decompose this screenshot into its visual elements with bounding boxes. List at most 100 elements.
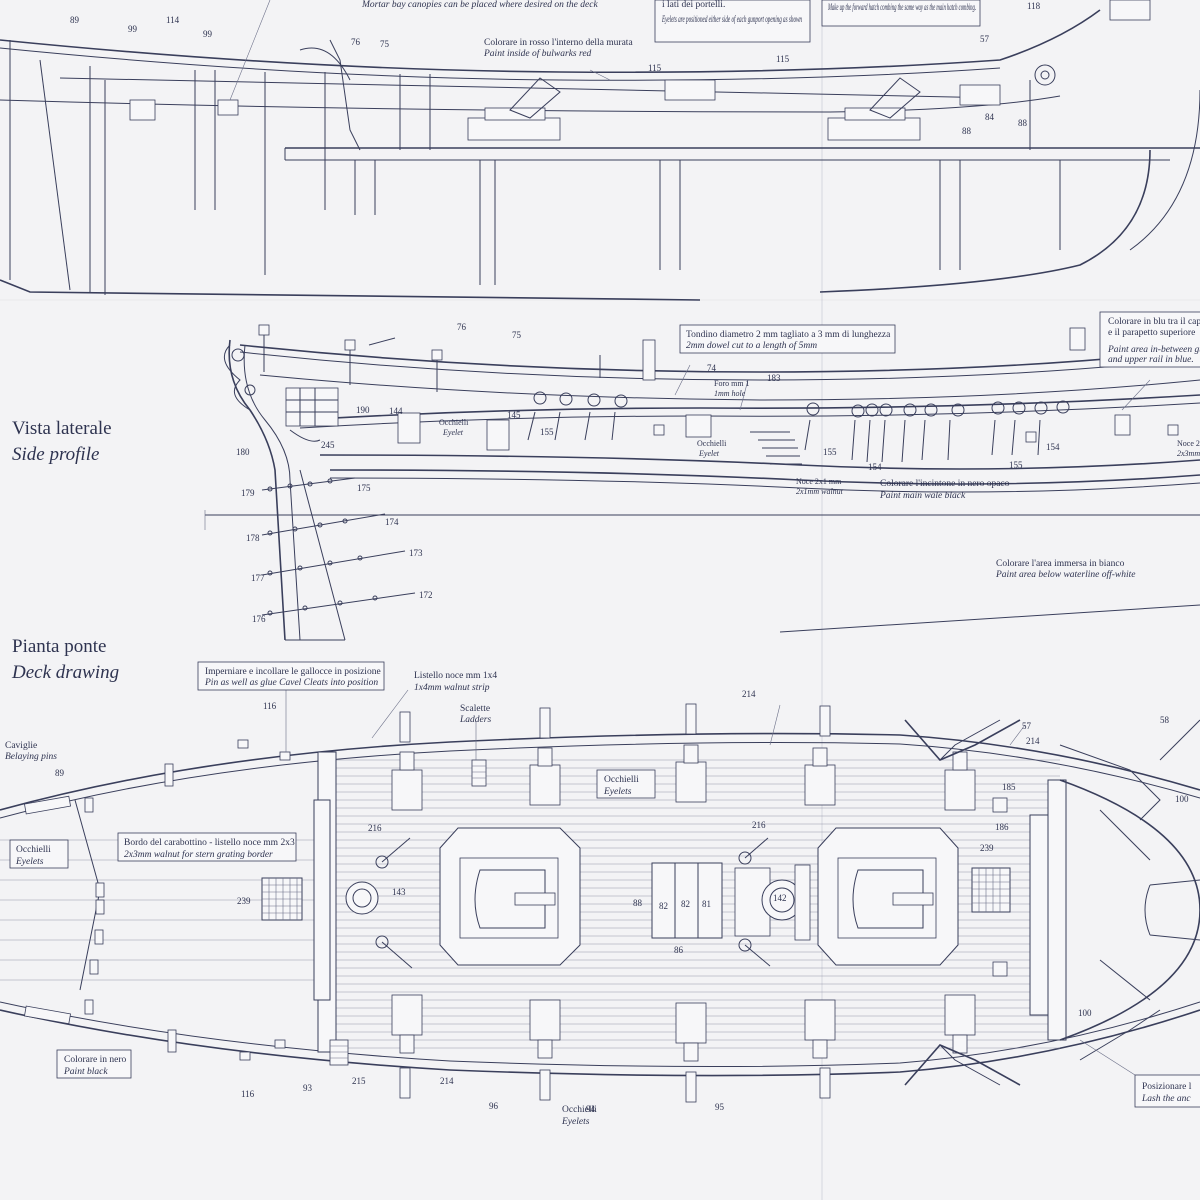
belaying-note-en: Belaying pins bbox=[5, 752, 57, 762]
walnut-right-note-it: Noce 2 bbox=[1177, 439, 1200, 448]
hole-note-en: 1mm hole bbox=[714, 389, 746, 398]
side-profile-labels: Vista laterale Side profile Tondino diam… bbox=[12, 311, 1200, 580]
part-93: 93 bbox=[303, 1083, 313, 1093]
blue-note-en-2: and upper rail in blue. bbox=[1108, 355, 1194, 365]
cleats-note-box bbox=[197, 661, 385, 691]
side-profile-title-it: Vista laterale bbox=[12, 418, 112, 439]
part-99: 99 bbox=[203, 29, 213, 39]
part-190: 190 bbox=[356, 405, 370, 415]
part-58: 58 bbox=[1160, 715, 1170, 725]
part-155: 155 bbox=[823, 447, 837, 457]
hole-note-it: Foro mm 1 bbox=[714, 379, 750, 388]
part-154: 154 bbox=[868, 462, 882, 472]
part-145: 145 bbox=[507, 410, 521, 420]
part-214: 214 bbox=[742, 689, 756, 699]
eyelets-note-box bbox=[596, 769, 656, 799]
hatch-note-box bbox=[821, 0, 981, 27]
cleats-note-en: Pin as well as glue Cavel Cleats into po… bbox=[204, 678, 378, 688]
part-185: 185 bbox=[1002, 782, 1016, 792]
eyelets-note-it-3: Occhielli bbox=[562, 1105, 597, 1115]
part-175: 175 bbox=[357, 483, 371, 493]
deck-title-en: Deck drawing bbox=[11, 662, 119, 683]
part-88: 88 bbox=[962, 126, 972, 136]
part-177: 177 bbox=[251, 573, 265, 583]
eyelet-note-it-2: Occhielli bbox=[697, 439, 727, 448]
gunport-note-it: i lati dei portelli. bbox=[662, 0, 725, 10]
walnut-strip-note-en: 1x4mm walnut strip bbox=[414, 683, 490, 693]
eyelet-note-en-2: Eyelet bbox=[698, 449, 720, 458]
part-176: 176 bbox=[252, 614, 266, 624]
blue-note-en: Paint area in-between gun bbox=[1107, 345, 1200, 355]
eyelets-note-it: Occhielli bbox=[604, 775, 639, 785]
gunport-note-en: Eyelets are positioned either side of ea… bbox=[661, 14, 802, 25]
side-profile-drawing bbox=[204, 324, 1200, 641]
part-245: 245 bbox=[321, 440, 335, 450]
part-116: 116 bbox=[263, 701, 277, 711]
hatch-note: Make up the forward hatch combing the sa… bbox=[828, 2, 976, 13]
deck-title-it: Pianta ponte bbox=[12, 636, 106, 657]
part-81: 81 bbox=[702, 899, 711, 909]
blue-paint-note-box bbox=[1099, 311, 1200, 368]
wale-note-en: Paint main wale black bbox=[879, 491, 966, 501]
part-115: 115 bbox=[648, 63, 662, 73]
deck-plan-drawing bbox=[0, 689, 1200, 1103]
eyelets-note-en-3: Eyelets bbox=[561, 1117, 590, 1127]
stern-grating-note-it: Bordo del carabottino - listello noce mm… bbox=[124, 838, 295, 848]
part-114: 114 bbox=[166, 15, 180, 25]
eyelets-note-en: Eyelets bbox=[603, 787, 632, 797]
dowel-note-en: 2mm dowel cut to a length of 5mm bbox=[686, 340, 817, 351]
part-57: 57 bbox=[1022, 721, 1032, 731]
part-214: 214 bbox=[440, 1076, 454, 1086]
ladders-note-it: Scalette bbox=[460, 704, 490, 714]
part-88: 88 bbox=[1018, 118, 1028, 128]
deck-labels: Pianta ponte Deck drawing Imperniare e i… bbox=[5, 636, 1200, 1127]
gunport-note-box bbox=[654, 0, 811, 43]
eyelets-note-en-2: Eyelets bbox=[15, 857, 44, 867]
part-95: 95 bbox=[715, 1102, 725, 1112]
blue-note-it-2: e il parapetto superiore bbox=[1108, 328, 1195, 338]
part-74: 74 bbox=[707, 363, 717, 373]
part-178: 178 bbox=[246, 533, 260, 543]
part-180: 180 bbox=[236, 447, 250, 457]
waterline-note-it: Colorare l'area immersa in bianco bbox=[996, 559, 1125, 569]
paint-black-note-box bbox=[56, 1049, 132, 1079]
part-239: 239 bbox=[980, 843, 994, 853]
part-100: 100 bbox=[1175, 794, 1189, 804]
anchor-note-it: Posizionare l bbox=[1142, 1082, 1192, 1092]
blue-note-it: Colorare in blu tra il capod bbox=[1108, 317, 1200, 327]
deck-part-numbers: 116 214 57 214 58 89 185 186 100 216 216… bbox=[55, 689, 1189, 1114]
part-216: 216 bbox=[368, 823, 382, 833]
part-186: 186 bbox=[995, 822, 1009, 832]
side-part-numbers: 76 75 74 183 190 144 145 155 155 155 154… bbox=[236, 322, 1060, 624]
part-144: 144 bbox=[389, 406, 403, 416]
anchor-note-en: Lash the anc bbox=[1141, 1094, 1191, 1104]
ladders-note-en: Ladders bbox=[459, 715, 491, 725]
part-118: 118 bbox=[1027, 1, 1041, 11]
part-76: 76 bbox=[351, 37, 361, 47]
anchor-note-box bbox=[1134, 1074, 1200, 1108]
part-154: 154 bbox=[1046, 442, 1060, 452]
part-239: 239 bbox=[237, 896, 251, 906]
part-172: 172 bbox=[419, 590, 433, 600]
top-part-numbers: 89 114 99 99 76 75 115 115 118 57 88 84 … bbox=[70, 1, 1041, 136]
eyelets-note-box-2 bbox=[9, 839, 69, 869]
part-173: 173 bbox=[409, 548, 423, 558]
part-116: 116 bbox=[241, 1089, 255, 1099]
bulwark-note-it: Colorare in rosso l'interno della murata bbox=[484, 38, 633, 48]
part-179: 179 bbox=[241, 488, 255, 498]
part-215: 215 bbox=[352, 1076, 366, 1086]
part-155: 155 bbox=[540, 427, 554, 437]
part-89: 89 bbox=[70, 15, 80, 25]
top-hull-section bbox=[0, 0, 1200, 301]
walnut-strip-note-it: Listello noce mm 1x4 bbox=[414, 671, 497, 681]
part-96: 96 bbox=[489, 1101, 499, 1111]
part-57: 57 bbox=[980, 34, 990, 44]
part-88: 88 bbox=[633, 898, 643, 908]
wale-note-it: Colorare l'incintone in nero opaco bbox=[880, 479, 1010, 489]
part-75: 75 bbox=[380, 39, 390, 49]
part-216: 216 bbox=[752, 820, 766, 830]
waterline-note-en: Paint area below waterline off-white bbox=[995, 569, 1136, 580]
bulwark-note-en: Paint inside of bulwarks red bbox=[483, 48, 592, 59]
part-155: 155 bbox=[1009, 460, 1023, 470]
